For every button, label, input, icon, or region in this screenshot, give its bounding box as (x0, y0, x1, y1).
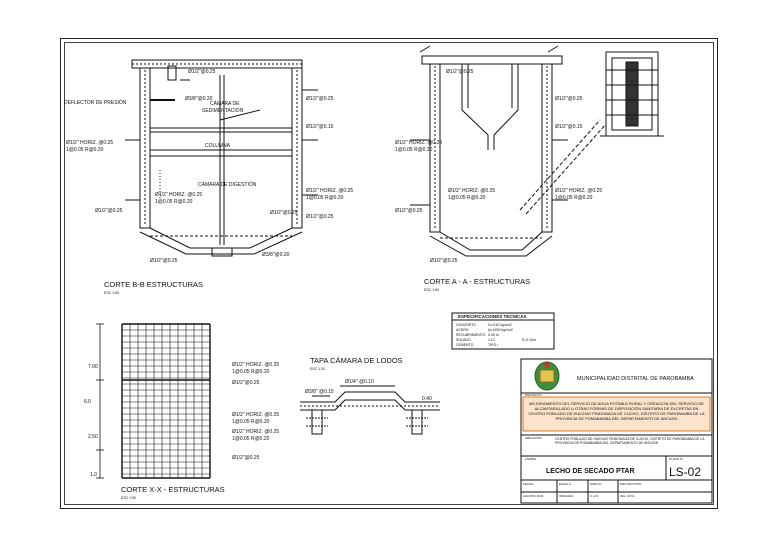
title-aa: CORTE A - A - ESTRUCTURAS (424, 277, 530, 286)
location-description: CENTRO POBLADO DE HUICHAY PINDONAGA DE C… (555, 437, 707, 446)
rebar-label-9: 1@0.05 R@0.20 (66, 147, 104, 153)
sheet-no-label: PLANO N° (669, 457, 684, 461)
municipal-seal (535, 362, 559, 390)
footer-value: C.A.D. (590, 494, 599, 498)
footer-label: PROYECTISTA: (620, 482, 642, 486)
spec-cell: CEMENTO (456, 343, 474, 347)
rebar-label-aa-10: Ø1/2"@0.25 (395, 208, 423, 214)
spec-cell: E=0.10m (522, 338, 536, 342)
rebar-label-8: Ø1/2" HORIZ. @0.25 (66, 140, 113, 146)
location-label: UBICACIÓN: (525, 435, 543, 440)
spec-cell: TIPO I (488, 343, 498, 347)
spec-cell: ACERO (456, 328, 469, 332)
dim-b: 6.0 (84, 399, 91, 405)
sheet-title: LECHO DE SECADO PTAR (546, 468, 635, 475)
rebar-label-xx-8: Ø1/2"@0.25 (232, 455, 260, 461)
tapa-rebar-1: Ø1/4" @0.10 (345, 379, 374, 385)
dim-c: 2.50 (88, 434, 98, 440)
rebar-label-11: Ø1/2" HORIZ. @0.25 (155, 192, 202, 198)
title-tapa: TAPA CÁMARA DE LODOS (310, 356, 403, 365)
rebar-label-2: Ø3/8"@0.20 (185, 96, 213, 102)
tapa-rebar-2: Ø3/8" @0.15 (305, 389, 334, 395)
rebar-label-aa-1: Ø1/2"@0.25 (446, 69, 474, 75)
rebar-label-aa-7: 1@0.05 R@0.20 (395, 147, 433, 153)
spec-cell: CONCRETO (456, 323, 476, 327)
rebar-label-xx-3: Ø1/2"@0.25 (232, 380, 260, 386)
spec-cell: f'c=210 kg/cm2 (488, 323, 512, 327)
rebar-label-1: Ø1/2"@0.25 (188, 69, 216, 75)
elevation-drawing (600, 52, 664, 136)
section-aa-drawing (410, 46, 606, 256)
entity-name: MUNICIPALIDAD DISTRITAL DE PAROBAMBA (577, 376, 694, 382)
label-camara-dig: CÁMARA DE DIGESTIÓN (198, 181, 257, 188)
scale-aa: ESC 1:50 (424, 288, 439, 292)
rebar-label-aa-4: Ø1/2" HORIZ. @0.25 (555, 188, 602, 194)
rebar-label-xx-4: Ø1/2" HORIZ. @0.25 (232, 412, 279, 418)
rebar-label-aa-3: Ø1/2"@0.15 (555, 124, 583, 130)
scale-tapa: ESC 1:20 (310, 367, 325, 371)
rebar-label-aa-11: Ø1/2"@0.25 (430, 258, 458, 264)
project-label: PROYECTO: (525, 393, 543, 397)
rebar-label-15: Ø3/8"@0.20 (262, 252, 290, 258)
footer-label: FECHA: (523, 482, 534, 486)
rebar-label-aa-8: Ø1/2" HORIZ. @0.25 (448, 188, 495, 194)
rebar-label-aa-9: 1@0.05 R@0.20 (448, 195, 486, 201)
rebar-label-xx-1: Ø1/2" HORIZ. @0.25 (232, 362, 279, 368)
label-deflector: DEFLECTOR DE PRESIÓN (64, 99, 127, 106)
footer-value: ING. CIVIL (620, 494, 635, 498)
spec-cell: 0.05 m (488, 333, 499, 337)
footer-value: INDICADA (559, 494, 573, 498)
rebar-label-14: Ø1/2"@0.25 (150, 258, 178, 264)
specs-title: ESPECIFICACIONES TECNICAS (458, 314, 527, 319)
rebar-label-10: Ø1/2"@0.25 (95, 208, 123, 214)
rebar-label-aa-6: Ø1/2" HORIZ. @0.25 (395, 140, 442, 146)
rebar-label-aa-5: 1@0.05 R@0.20 (555, 195, 593, 201)
rebar-label-5: Ø1/2" HORIZ. @0.25 (306, 188, 353, 194)
rebar-label-xx-2: 1@0.05 R@0.20 (232, 369, 270, 375)
dim-d: 1.0 (90, 472, 97, 478)
title-xx: CORTE X-X - ESTRUCTURAS (121, 485, 225, 494)
rebar-label-xx-5: 1@0.05 R@0.20 (232, 419, 270, 425)
rebar-label-4: Ø1/2"@0.15 (306, 124, 334, 130)
spec-cell: RECUBRIMIENTO (456, 333, 486, 337)
rebar-label-aa-2: Ø1/2"@0.25 (555, 96, 583, 102)
footer-label: ESCALA: (559, 482, 572, 486)
rebar-label-13: Ø1/2"@0.25 (270, 210, 298, 216)
footer-value: AGOSTO 2022 (523, 494, 544, 498)
spec-cell: 1:12 (488, 338, 495, 342)
rebar-label-7: Ø1/2"@0.25 (306, 214, 334, 220)
title-bb: CORTE B-B ESTRUCTURAS (104, 280, 203, 289)
tapa-dim: 0.40 (422, 396, 432, 402)
rebar-label-3: Ø1/2"@0.25 (306, 96, 334, 102)
label-camara-sed2: SEDIMENTACIÓN (202, 107, 244, 114)
rebar-label-12: 1@0.05 R@0.20 (155, 199, 193, 205)
spec-cell: fy=4200 kg/cm2 (488, 328, 513, 332)
spec-cell: SOLADO (456, 338, 471, 342)
section-xx-drawing (96, 324, 210, 478)
dim-a: 7.00 (88, 364, 98, 370)
scale-bb: ESC 1:50 (104, 291, 119, 295)
project-description: MEJORAMIENTO DEL SERVICIO DE AGUA POTABL… (526, 401, 707, 421)
section-bb-drawing (125, 60, 318, 256)
rebar-label-xx-6: Ø1/2" HORIZ. @0.25 (232, 429, 279, 435)
rebar-label-6: 1@0.05 R@0.20 (306, 195, 344, 201)
sheet-number: LS-02 (669, 465, 701, 479)
sheet-label: LÁMINA: (525, 457, 537, 461)
rebar-label-xx-7: 1@0.05 R@0.20 (232, 436, 270, 442)
scale-xx: ESC 1:50 (121, 496, 136, 500)
label-camara-sed: CÁMARA DE (210, 100, 240, 107)
footer-label: DIBUJO: (590, 482, 602, 486)
label-columna: COLUMNA (205, 143, 231, 149)
